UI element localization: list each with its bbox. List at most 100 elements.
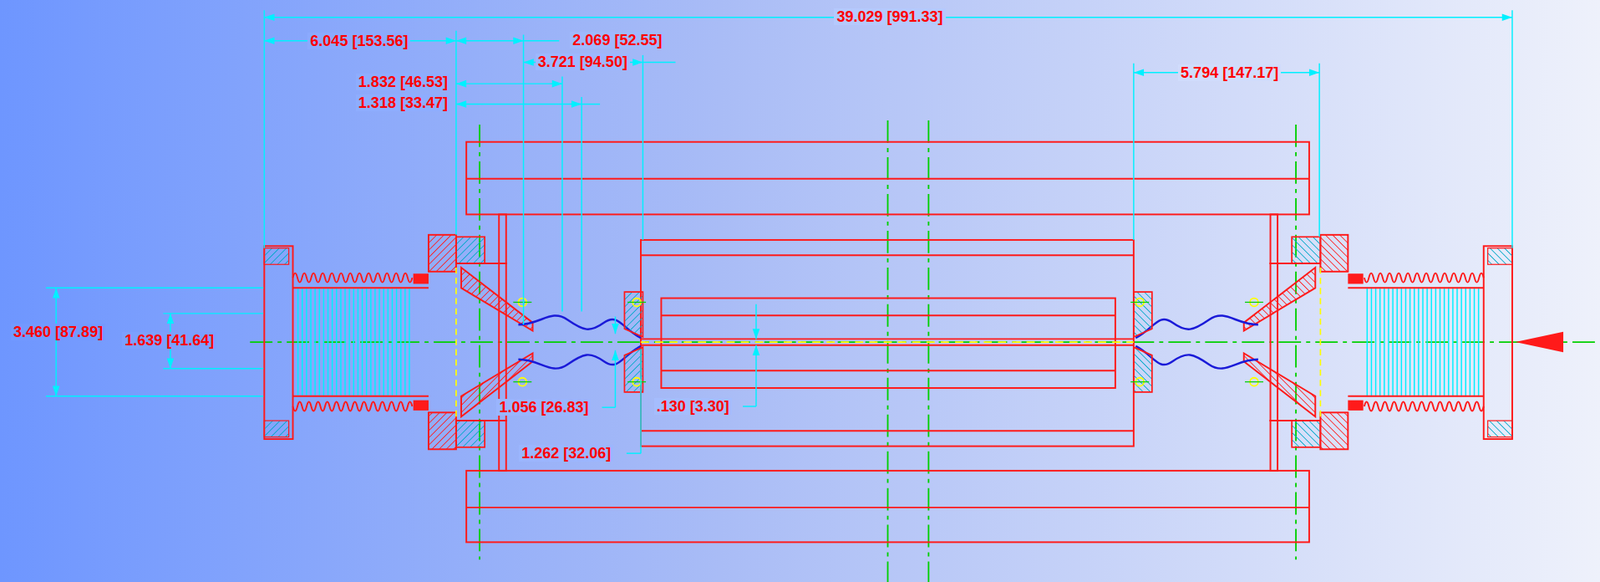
flange-bolt (1488, 248, 1513, 265)
bellows-rib (1469, 287, 1471, 396)
extension-line (523, 35, 524, 326)
bellows-rib (327, 287, 329, 396)
end-flange (264, 245, 293, 439)
bellows-rib (305, 287, 307, 396)
beam-direction-arrow (1515, 331, 1564, 352)
beam-pipe (640, 344, 1134, 346)
rf-transition (1135, 345, 1259, 369)
bellows-rib (1391, 287, 1393, 396)
extension-line (580, 96, 582, 311)
dimension-label: 3.460 [87.89] (10, 323, 106, 341)
bellows-rib (1435, 287, 1437, 396)
dimension-arrowhead (513, 37, 524, 46)
dimension-arrowhead (632, 58, 643, 67)
center-line (927, 120, 930, 582)
taper-cone (1244, 267, 1316, 331)
bellows-rib (361, 287, 363, 396)
dimension-arrowhead (52, 287, 61, 298)
dimension-label: 3.721 [94.50] (535, 53, 630, 71)
dimension-arrowhead (167, 358, 175, 369)
tube-wall (293, 286, 429, 289)
extension-line (455, 30, 457, 235)
upper-magnet (466, 142, 1310, 215)
mount-flange (1320, 411, 1348, 449)
bellows-rib (1443, 287, 1445, 396)
bellows-rib (387, 287, 389, 396)
center-lines (249, 120, 1600, 582)
bolt-axis (1244, 380, 1264, 382)
mount-flange (428, 411, 457, 449)
end-flange (1483, 245, 1513, 439)
support-plate (1270, 213, 1279, 470)
leader-line (742, 405, 757, 407)
bellows-rib (1439, 287, 1441, 396)
dimension-arrowhead (1133, 68, 1144, 77)
mount-flange (1320, 234, 1348, 272)
dimension-arrowhead (456, 80, 467, 88)
center-line (478, 124, 481, 559)
bellows-rib (1465, 287, 1467, 396)
bellows-rib (323, 287, 325, 396)
chamber-housing (640, 239, 1134, 447)
bellows-rib (1405, 287, 1407, 396)
bellows-rib (1447, 287, 1449, 396)
extension-line (1132, 63, 1134, 240)
support-plate (498, 213, 507, 470)
extension-line (45, 287, 264, 289)
leader-line (640, 349, 641, 454)
chamber-flange (1133, 291, 1153, 337)
rf-transition (518, 345, 641, 369)
bellows-rib (348, 287, 350, 396)
dimension-line (456, 103, 582, 105)
leader-line (602, 406, 616, 407)
bellows-rib (1456, 287, 1458, 396)
bellows-rib (353, 287, 355, 396)
dimension-arrowhead (1309, 68, 1320, 77)
rf-transition (1135, 314, 1259, 338)
leader-line (626, 452, 641, 453)
right-transition (1130, 213, 1513, 470)
bellows-rib (1478, 287, 1479, 396)
housing-edge (640, 253, 1134, 256)
center-line (887, 120, 889, 582)
dimension-line (523, 40, 560, 41)
bellows-rib (365, 287, 367, 396)
dimension-arrowhead (552, 80, 563, 88)
bellows-rib (309, 287, 311, 396)
bellows-rib (408, 287, 410, 396)
lower-magnet-edge (466, 506, 1310, 508)
beam-pipe-center (640, 340, 1134, 343)
extension-line (162, 367, 264, 369)
chamber-flange (624, 346, 643, 392)
bellows-rib (391, 287, 393, 396)
weld-ring (413, 273, 429, 284)
bellows-rib (404, 287, 406, 396)
bolt-axis (627, 301, 646, 303)
bolt-axis (1244, 301, 1264, 303)
extension-line (162, 312, 264, 314)
bellows-rib (374, 287, 376, 396)
bellows-rib (396, 287, 397, 396)
dimension-label: 1.318 [33.47] (355, 94, 451, 112)
left-transition (264, 213, 646, 470)
bellows-rib (1426, 287, 1428, 396)
bellows-rib (344, 287, 346, 396)
bellows-rib (1422, 287, 1423, 396)
mount-flange (428, 234, 457, 272)
clamp-block (1291, 236, 1321, 264)
bellows-rib (1413, 287, 1415, 396)
housing-edge (640, 429, 1134, 432)
magnet-assembly (466, 142, 1310, 543)
extension-line (561, 76, 563, 312)
dimension-line (581, 103, 600, 105)
dimension-arrowhead (264, 13, 275, 21)
bellows-rib (370, 287, 371, 396)
chamber-flange (624, 291, 643, 337)
bellows-rib (1431, 287, 1433, 396)
dimension-arrowhead (446, 37, 457, 46)
dimension-line (55, 287, 56, 396)
bellows-rib (331, 287, 333, 396)
bellows-rib (1473, 287, 1475, 396)
